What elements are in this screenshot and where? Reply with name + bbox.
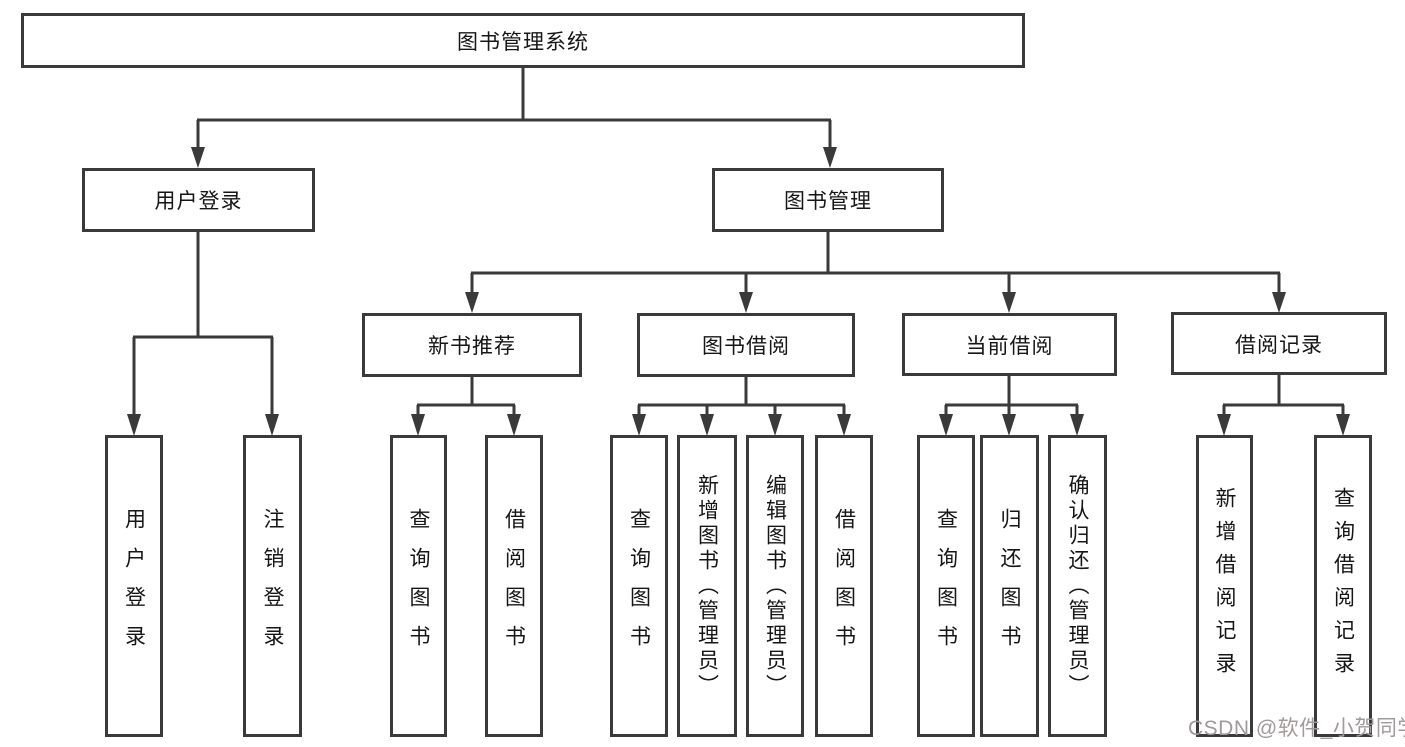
node-leaf-edit-books-admin: 编辑图书（管理员） bbox=[746, 435, 804, 737]
arrow-down-icon bbox=[837, 414, 851, 436]
connector-userlogin-to-leaves bbox=[132, 232, 274, 418]
node-leaf-search-books-recommend: 查询图书 bbox=[390, 435, 447, 737]
leaf-label: 查询图书 bbox=[627, 508, 651, 664]
arrowheads bbox=[127, 147, 1350, 436]
node-current-borrowing: 当前借阅 bbox=[902, 313, 1117, 376]
node-leaf-search-books-current: 查询图书 bbox=[917, 435, 975, 737]
arrow-down-icon bbox=[411, 414, 425, 436]
leaf-label: 归还图书 bbox=[998, 508, 1021, 664]
node-leaf-search-borrow-record: 查询借阅记录 bbox=[1314, 435, 1372, 737]
arrow-down-icon bbox=[127, 414, 141, 436]
node-leaf-return-books: 归还图书 bbox=[980, 435, 1039, 737]
connector-newbooks-to-leaves bbox=[416, 377, 516, 418]
node-leaf-borrow-books: 借阅图书 bbox=[815, 435, 873, 737]
node-leaf-logout: 注销登录 bbox=[243, 435, 302, 737]
leaf-label: 查询图书 bbox=[934, 508, 958, 664]
arrow-down-icon bbox=[265, 414, 279, 436]
connector-curborrow-to-leaves bbox=[944, 376, 1079, 418]
arrow-down-icon bbox=[465, 292, 479, 313]
arrow-down-icon bbox=[939, 414, 953, 436]
leaf-label: 新增图书（管理员） bbox=[695, 473, 719, 699]
connector-records-to-leaves bbox=[1222, 375, 1345, 418]
node-leaf-search-books-borrow: 查询图书 bbox=[610, 435, 668, 737]
node-leaf-confirm-return-admin: 确认归还（管理员） bbox=[1048, 435, 1107, 737]
arrow-down-icon bbox=[632, 414, 646, 436]
node-book-management: 图书管理 bbox=[712, 168, 944, 232]
node-leaf-borrow-books-recommend: 借阅图书 bbox=[485, 435, 543, 737]
node-leaf-add-books-admin: 新增图书（管理员） bbox=[677, 435, 737, 737]
leaf-label: 查询图书 bbox=[407, 508, 430, 664]
leaf-label: 编辑图书（管理员） bbox=[763, 473, 787, 699]
arrow-down-icon bbox=[1002, 414, 1016, 436]
arrow-down-icon bbox=[507, 414, 521, 436]
leaf-label: 注销登录 bbox=[261, 508, 284, 664]
arrow-down-icon bbox=[823, 147, 837, 168]
leaf-label: 新增借阅记录 bbox=[1213, 487, 1236, 685]
leaf-label: 借阅图书 bbox=[832, 508, 856, 664]
node-library-management-system: 图书管理系统 bbox=[21, 13, 1025, 68]
leaf-label: 借阅图书 bbox=[502, 508, 526, 664]
arrow-down-icon bbox=[700, 414, 714, 436]
arrow-down-icon bbox=[768, 414, 782, 436]
arrow-down-icon bbox=[1002, 292, 1016, 313]
leaf-label: 查询借阅记录 bbox=[1331, 487, 1355, 685]
connector-root-to-level2 bbox=[196, 68, 832, 151]
node-leaf-add-borrow-record: 新增借阅记录 bbox=[1196, 435, 1253, 737]
arrow-down-icon bbox=[1272, 292, 1286, 313]
csdn-watermark: CSDN @软件_小贺同学 bbox=[1188, 717, 1405, 740]
arrow-down-icon bbox=[739, 292, 753, 313]
leaf-label: 确认归还（管理员） bbox=[1066, 473, 1089, 699]
node-new-book-recommend: 新书推荐 bbox=[362, 313, 582, 377]
connector-bookmgmt-to-level3 bbox=[470, 232, 1281, 296]
arrow-down-icon bbox=[1070, 414, 1084, 436]
arrow-down-icon bbox=[191, 147, 205, 168]
node-book-borrowing: 图书借阅 bbox=[637, 313, 855, 377]
arrow-down-icon bbox=[1336, 414, 1350, 436]
node-user-login: 用户登录 bbox=[82, 168, 315, 232]
node-leaf-user-login: 用户登录 bbox=[105, 435, 163, 737]
leaf-label: 用户登录 bbox=[122, 508, 146, 664]
connector-bookborrow-to-leaves bbox=[637, 377, 846, 418]
node-borrowing-records: 借阅记录 bbox=[1171, 312, 1387, 375]
arrow-down-icon bbox=[1217, 414, 1231, 436]
